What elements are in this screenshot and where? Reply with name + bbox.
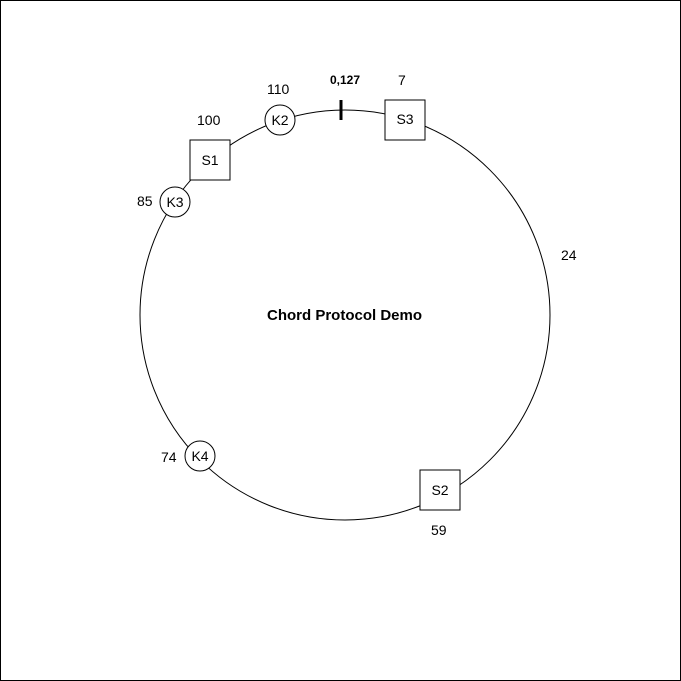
server-s1-id: 100 <box>197 112 221 128</box>
key-k2-id: 110 <box>267 81 290 97</box>
diagram-title: Chord Protocol Demo <box>267 307 423 324</box>
key-k2-name: K2 <box>271 112 289 128</box>
key-node-k2[interactable] <box>264 104 296 136</box>
zero-marker-label: 0,127 <box>330 73 361 87</box>
ring-position-24-label: 24 <box>561 247 577 263</box>
key-node-k4[interactable] <box>184 440 216 472</box>
server-s2-name: S2 <box>431 482 449 498</box>
server-s1-name: S1 <box>201 152 219 168</box>
server-node-s2[interactable] <box>419 469 461 511</box>
key-k3-id: 85 <box>137 193 153 209</box>
key-k4-name: K4 <box>191 448 209 464</box>
server-node-s1[interactable] <box>189 139 231 181</box>
key-k3-name: K3 <box>166 194 184 210</box>
server-s3-id: 7 <box>398 72 406 88</box>
server-s2-id: 59 <box>431 522 447 538</box>
server-node-s3[interactable] <box>384 99 426 141</box>
server-s3-name: S3 <box>396 111 414 127</box>
chord-ring <box>139 109 551 521</box>
key-k4-id: 74 <box>161 449 177 465</box>
key-node-k3[interactable] <box>159 186 191 218</box>
